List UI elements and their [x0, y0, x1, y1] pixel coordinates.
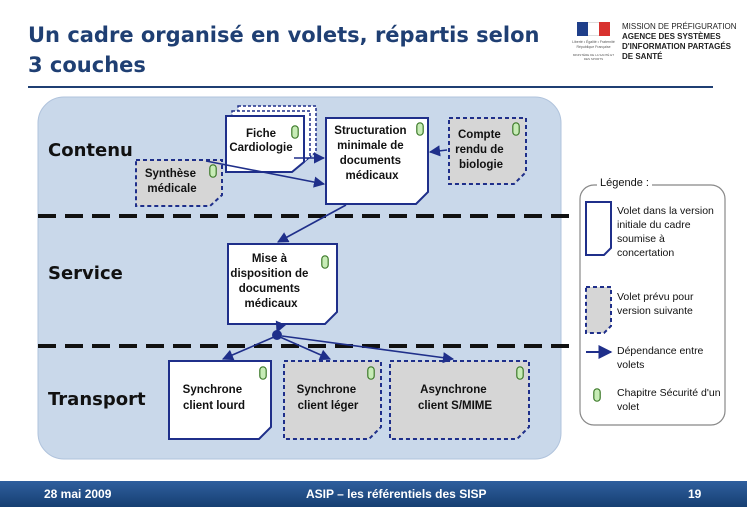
sync-lourd-line-1: Synchrone [183, 384, 242, 396]
mise-line-3: documents [239, 283, 300, 295]
emblem-motto: Liberté • Égalité • Fraternité [572, 40, 615, 44]
agency-line-4: DE SANTÉ [622, 52, 663, 61]
security-icon [291, 125, 299, 139]
arrow-synthese-to-structuration [205, 160, 326, 188]
security-icon [512, 122, 520, 136]
structuration-line-4: médicaux [345, 170, 399, 182]
legend-panel [579, 184, 726, 426]
box-structuration: Structuration minimale de documents médi… [325, 117, 429, 205]
legend-title: Légende : [597, 177, 652, 189]
fiche-line-1: Fiche [246, 128, 276, 140]
mise-line-4: médicaux [244, 298, 298, 310]
agency-line-1: MISSION DE PRÉFIGURATION [622, 22, 737, 31]
box-mise-a-disposition: Mise à disposition de documents médicaux [227, 243, 338, 325]
compte-line-3: biologie [459, 159, 503, 171]
synthese-line-2: médicale [147, 183, 196, 195]
synthese-line-1: Synthèse [145, 168, 196, 180]
svg-text:Compte rendu de bi: Compte rendu de biologie [455, 129, 507, 171]
async-line-2: client S/MIME [418, 400, 492, 412]
sync-leger-line-2: client léger [298, 400, 359, 412]
legend-initial-swatch [585, 201, 612, 256]
footer-date: 28 mai 2009 [44, 487, 112, 501]
agency-name: MISSION DE PRÉFIGURATION AGENCE DES SYST… [622, 22, 744, 62]
svg-text:Asynchrone client S/MIME: Asynchrone client S/MIME [418, 384, 492, 412]
layer-label-service: Service [48, 263, 123, 284]
agency-line-3: D'INFORMATION PARTAGÉS [622, 42, 732, 51]
layer-label-transport: Transport [48, 389, 146, 410]
fiche-line-2: Cardiologie [229, 142, 292, 154]
svg-text:Synchrone client lourd: Synchrone client lourd [183, 384, 246, 412]
legend-future-swatch [585, 286, 612, 334]
legend-dependency-label: Dépendance entre volets [617, 345, 704, 371]
sync-leger-line-1: Synchrone [297, 384, 356, 396]
box-synthese-medicale: Synthèse médicale [135, 159, 223, 207]
compte-line-1: Compte [458, 129, 501, 141]
box-compte-rendu-biologie: Compte rendu de biologie [448, 117, 527, 185]
republique-francaise-emblem: Liberté • Égalité • Fraternité Républiqu… [572, 20, 615, 72]
box-synchrone-client-lourd: Synchrone client lourd [168, 360, 272, 440]
async-line-1: Asynchrone [420, 384, 486, 396]
legend-security-label: Chapitre Sécurité d'un volet [617, 387, 721, 413]
page-number: 19 [688, 487, 702, 501]
mise-line-2: disposition de [230, 268, 308, 280]
sync-lourd-line-2: client lourd [183, 400, 245, 412]
slide-title: Un cadre organisé en volets, répartis se… [28, 23, 540, 77]
arrow-compte-to-structuration [428, 145, 448, 157]
svg-text:Synchrone client léger: Synchrone client léger [297, 384, 360, 412]
mise-line-1: Mise à [252, 253, 288, 265]
svg-text:Synthèse médicale: Synthèse médicale [145, 168, 199, 195]
security-icon [259, 366, 267, 380]
arrow-structuration-to-mise [277, 204, 347, 243]
structuration-line-2: minimale de [337, 140, 403, 152]
arrow-hub-to-lourd [221, 336, 275, 361]
emblem-republique: République Française [576, 45, 611, 49]
layer-label-contenu: Contenu [48, 140, 133, 161]
arrow-hub-to-async [281, 335, 455, 364]
legend-security-icon [593, 388, 601, 402]
box-asynchrone-client-smime: Asynchrone client S/MIME [389, 360, 530, 440]
footer-bar: 28 mai 2009 ASIP – les référentiels des … [0, 481, 747, 507]
footer-title: ASIP – les référentiels des SISP [306, 487, 487, 501]
security-icon [209, 164, 217, 178]
compte-line-2: rendu de [455, 144, 504, 156]
dependency-hub [272, 330, 282, 340]
asip-logo: Liberté • Égalité • Fraternité Républiqu… [572, 20, 742, 75]
svg-text:Mise à disposition de: Mise à disposition de documents médicaux [230, 253, 311, 310]
structuration-line-3: documents [340, 155, 401, 167]
title-rule [28, 86, 713, 88]
svg-text:Structuration minimale d: Structuration minimale de documents médi… [334, 125, 409, 182]
security-icon [367, 366, 375, 380]
structuration-line-1: Structuration [334, 125, 406, 137]
security-icon [516, 366, 524, 380]
security-icon [321, 255, 329, 269]
security-icon [416, 122, 424, 136]
legend-initial-label: Volet dans la version initiale du cadre … [617, 205, 714, 259]
arrow-hub-to-leger [279, 336, 332, 361]
emblem-ministere: MINISTÈRE DE LA SANTÉ ET DES SPORTS [572, 53, 615, 61]
legend-future-label: Volet prévu pour version suivante [617, 291, 694, 317]
agency-line-2: AGENCE DES SYSTÈMES [622, 32, 721, 41]
box-synchrone-client-leger: Synchrone client léger [283, 360, 382, 440]
